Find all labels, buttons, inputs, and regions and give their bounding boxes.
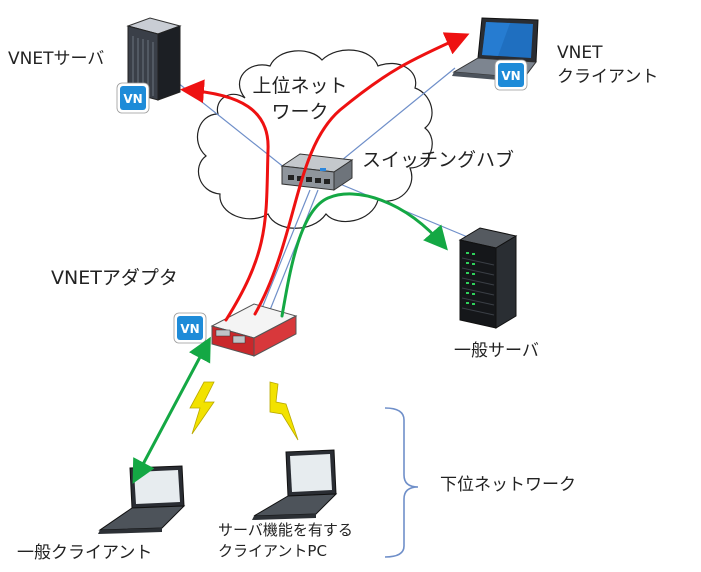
vnet-adapter-label: VNETアダプタ bbox=[51, 267, 178, 289]
vnet-client-label-line2: クライアント bbox=[557, 67, 659, 87]
cloud-icon bbox=[196, 49, 433, 229]
upper-network-label-line1: 上位ネット bbox=[252, 75, 348, 97]
router-adapter-icon bbox=[210, 303, 298, 357]
red-arrows bbox=[180, 32, 470, 322]
svg-text:VN: VN bbox=[123, 92, 142, 106]
upper-network-label-line2: ワーク bbox=[271, 101, 329, 123]
switching-hub-icon bbox=[280, 153, 354, 191]
lower-network-label: 下位ネットワーク bbox=[440, 475, 576, 495]
laptop-icon bbox=[98, 465, 186, 534]
green-arrows bbox=[132, 192, 448, 484]
switching-hub-label: スイッチングハブ bbox=[362, 149, 515, 171]
svg-text:VN: VN bbox=[180, 322, 199, 336]
vnet-server-label: VNETサーバ bbox=[8, 49, 105, 69]
general-client-label: 一般クライアント bbox=[17, 543, 153, 563]
vnet-badge-icon: VN bbox=[116, 82, 150, 114]
lightning-icon bbox=[189, 381, 215, 435]
server-tower-icon bbox=[126, 17, 182, 101]
svg-text:VN: VN bbox=[501, 69, 520, 83]
vnet-badge-icon: VN bbox=[173, 312, 207, 344]
vnet-badge-icon: VN bbox=[494, 59, 528, 91]
vnet-client-label-line1: VNET bbox=[557, 43, 603, 63]
brace-icon bbox=[384, 407, 419, 558]
general-server-label: 一般サーバ bbox=[454, 341, 539, 361]
rack-server-icon bbox=[458, 227, 518, 329]
server-client-pc-label-line2: クライアントPC bbox=[218, 542, 327, 560]
server-client-pc-label-line1: サーバ機能を有する bbox=[218, 521, 353, 539]
lightning-icon bbox=[269, 381, 299, 441]
laptop-icon bbox=[252, 449, 338, 520]
